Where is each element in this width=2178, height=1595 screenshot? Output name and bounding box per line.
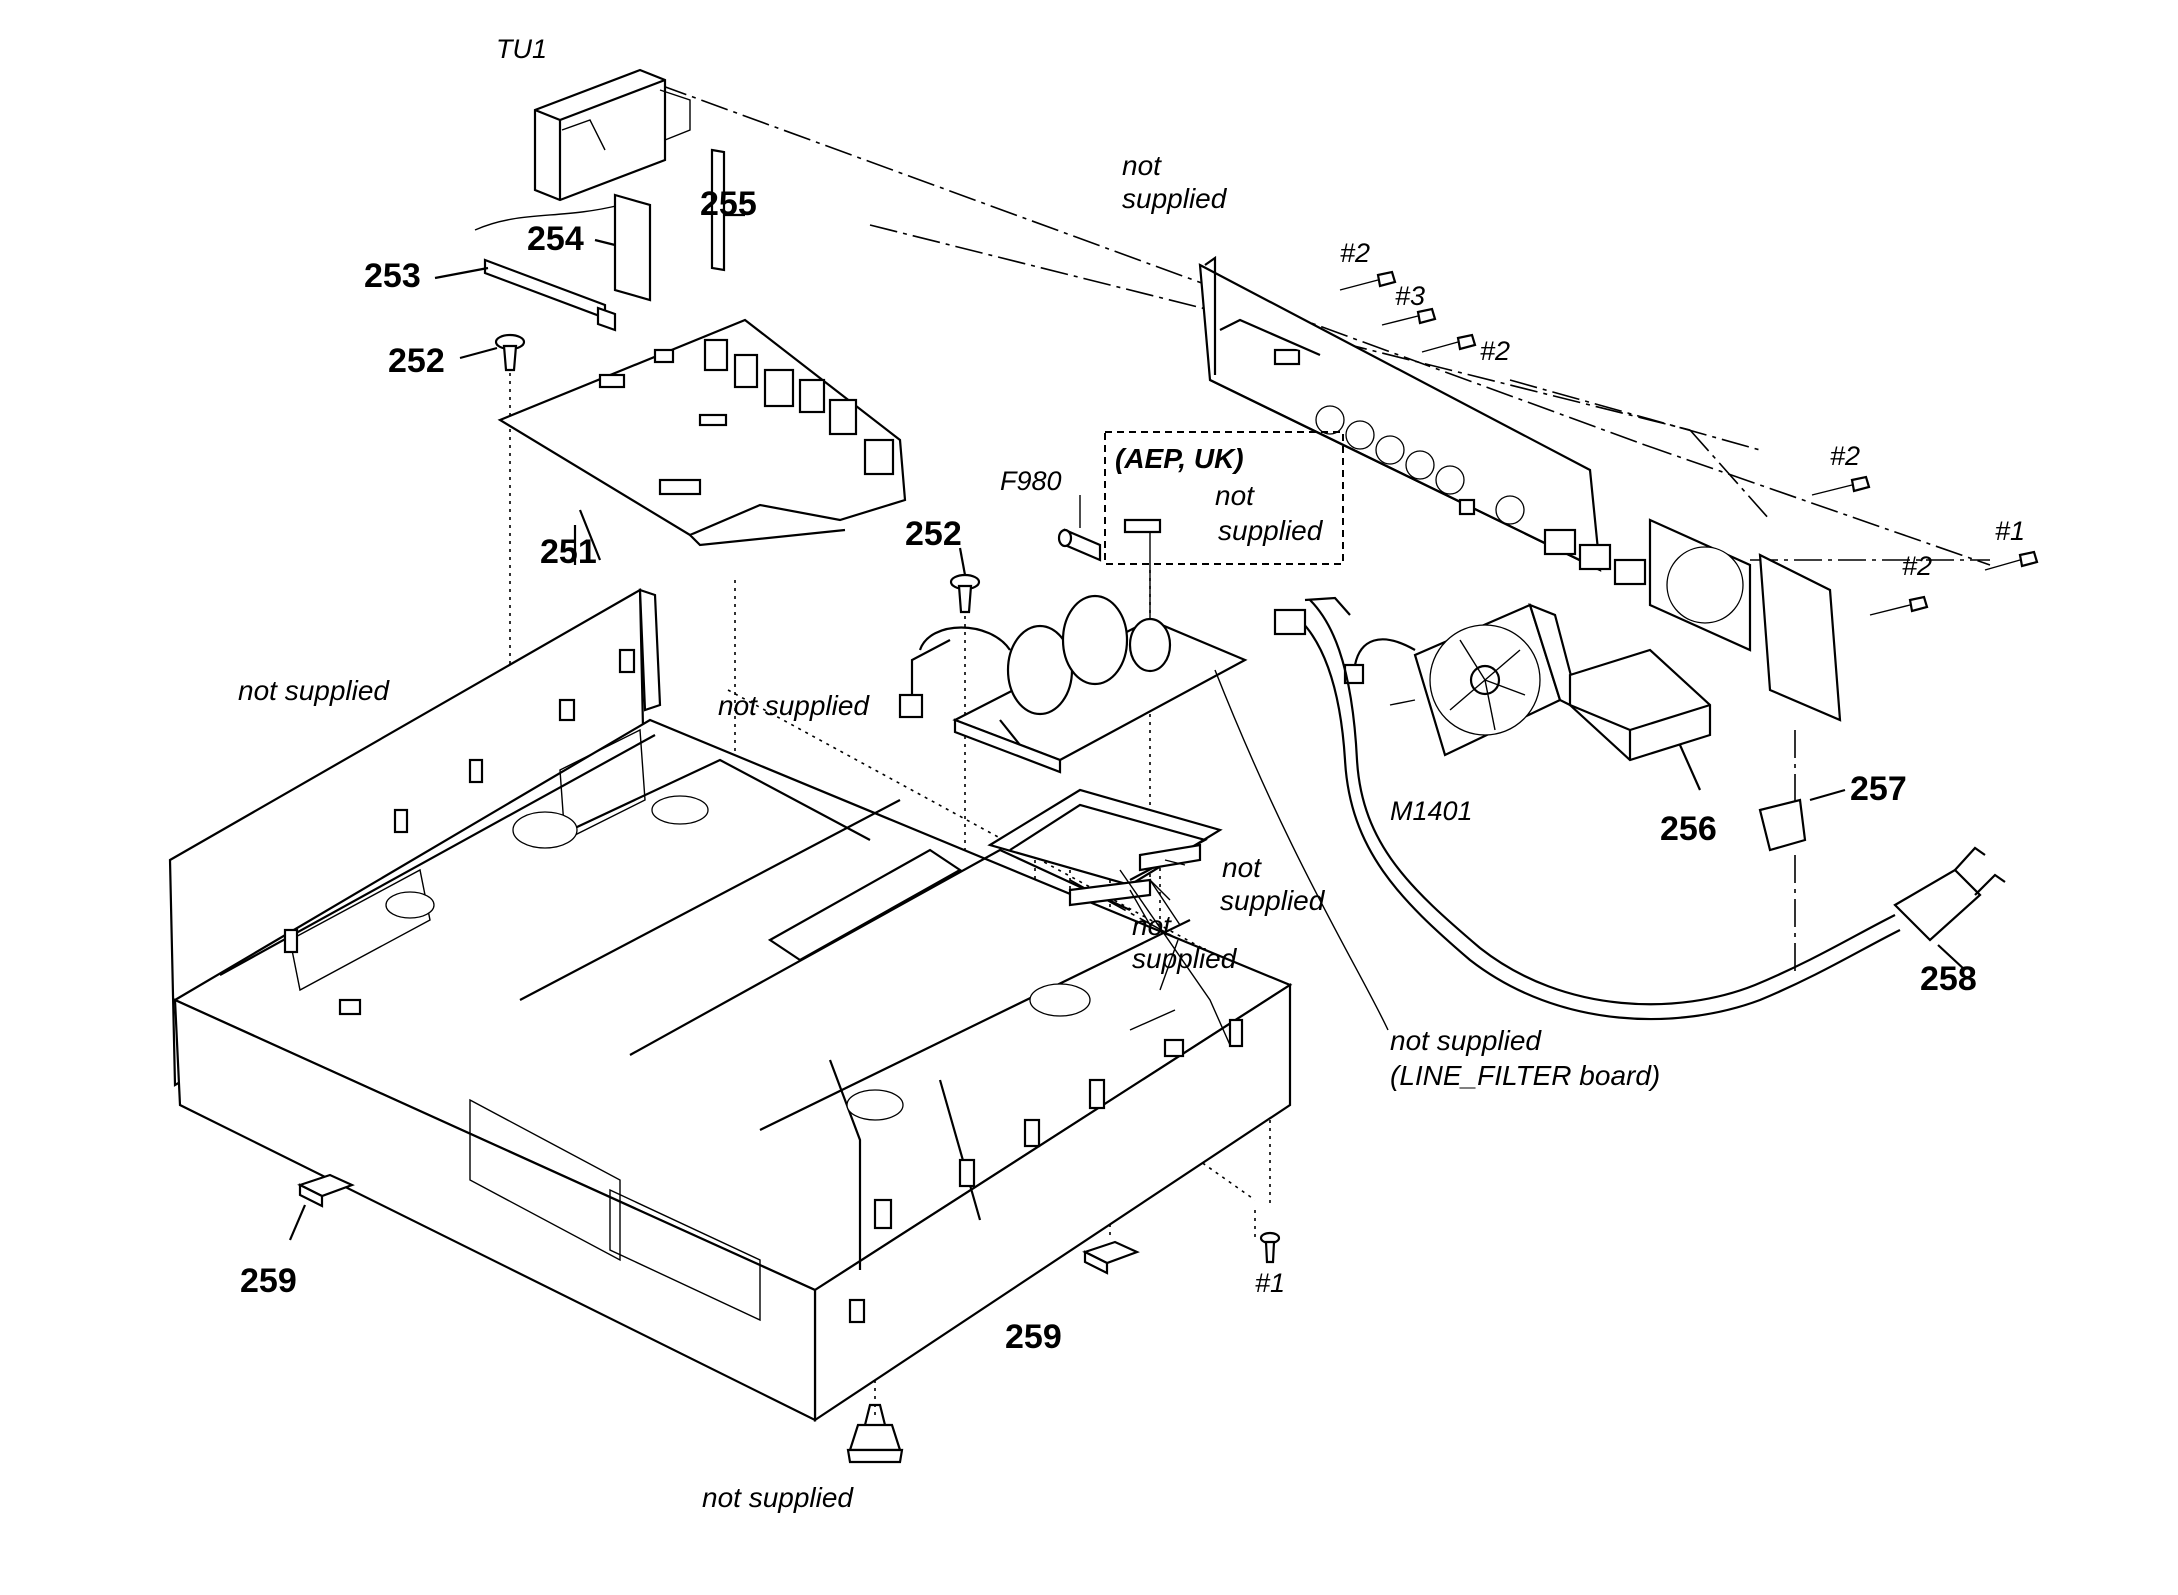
- screw-252-right: [949, 547, 981, 614]
- part-257-label: 257: [1850, 770, 1907, 808]
- screws: [1259, 270, 2039, 1264]
- part-number-labels: 252 253 254 255 251 252 256 257 258 259 …: [240, 185, 1977, 1356]
- part-259-right-label: 259: [1005, 1318, 1062, 1356]
- bracket2-note-line1: not: [1132, 910, 1172, 941]
- line-filter-board: [898, 594, 1248, 774]
- part-253-label: 253: [364, 257, 421, 295]
- bracket-note-line2: supplied: [1220, 885, 1326, 916]
- region-note-line2: supplied: [1218, 515, 1324, 546]
- line-filter-note-line1: not supplied: [1390, 1025, 1542, 1056]
- plastic-foot: [846, 1403, 904, 1464]
- board-251: [497, 318, 907, 565]
- component-ref-labels: TU1 F980 M1401: [496, 34, 1473, 826]
- tuner-tu1: [474, 68, 691, 231]
- screw-ref-labels: #2 #3 #2 #2 #2 #1 #1: [1255, 238, 2025, 1298]
- region-bracket: [1123, 518, 1162, 620]
- chassis-note: not supplied: [238, 675, 390, 706]
- rear-panel-note-line1: not: [1122, 150, 1162, 181]
- rear-panel-note-line2: supplied: [1122, 183, 1228, 214]
- line-filter-note-line2: (LINE_FILTER board): [1390, 1060, 1660, 1091]
- power-unit-256: [1568, 648, 1712, 791]
- region-note-line1: not: [1215, 480, 1255, 511]
- fan-m1401: [1343, 603, 1582, 757]
- note-labels: not supplied (AEP, UK) not supplied not …: [238, 150, 1660, 1513]
- holder-257: [1758, 788, 1846, 852]
- fuse-f980: [1057, 495, 1102, 562]
- flat-cable-253: [434, 258, 617, 332]
- flat-cable-255: [710, 148, 745, 272]
- screw-2a-label: #2: [1340, 238, 1370, 268]
- power-cord-258: [1273, 596, 2006, 1021]
- vent-perforations-left: [289, 728, 761, 1322]
- bracket2-note-line2: supplied: [1132, 943, 1238, 974]
- part-254-label: 254: [527, 220, 584, 258]
- screw-2d-label: #2: [1902, 551, 1932, 581]
- m1401-label: M1401: [1390, 796, 1473, 826]
- foot-note: not supplied: [702, 1482, 854, 1513]
- f980-label: F980: [1000, 466, 1062, 496]
- part-252-right-label: 252: [905, 515, 962, 553]
- bracket-note-line1: not: [1222, 852, 1262, 883]
- part-259-left-label: 259: [240, 1262, 297, 1300]
- rear-panel: [1198, 255, 1842, 722]
- screw-2b-label: #2: [1480, 336, 1510, 366]
- part-256-label: 256: [1660, 810, 1717, 848]
- main-chassis: [168, 588, 1293, 1423]
- part-255-label: 255: [700, 185, 757, 223]
- washer-note: not supplied: [718, 690, 870, 721]
- tu1-label: TU1: [496, 34, 547, 64]
- leader-lines: [1119, 669, 1416, 1046]
- sheet-bracket: [987, 788, 1223, 907]
- screw-2c-label: #2: [1830, 441, 1860, 471]
- screw-1-bottom-label: #1: [1255, 1268, 1285, 1298]
- part-252-left-label: 252: [388, 342, 445, 380]
- screw-252-left: [459, 333, 526, 372]
- screw-1-top-label: #1: [1995, 516, 2025, 546]
- foot-259-left: [288, 1173, 355, 1241]
- region-box-aep-uk: [1104, 431, 1344, 565]
- insulator-254: [594, 193, 652, 302]
- part-251-label: 251: [540, 533, 597, 571]
- region-label: (AEP, UK): [1115, 443, 1244, 474]
- foot-259-right: [1082, 1240, 1140, 1275]
- screw-3-label: #3: [1395, 281, 1425, 311]
- part-258-label: 258: [1920, 960, 1977, 998]
